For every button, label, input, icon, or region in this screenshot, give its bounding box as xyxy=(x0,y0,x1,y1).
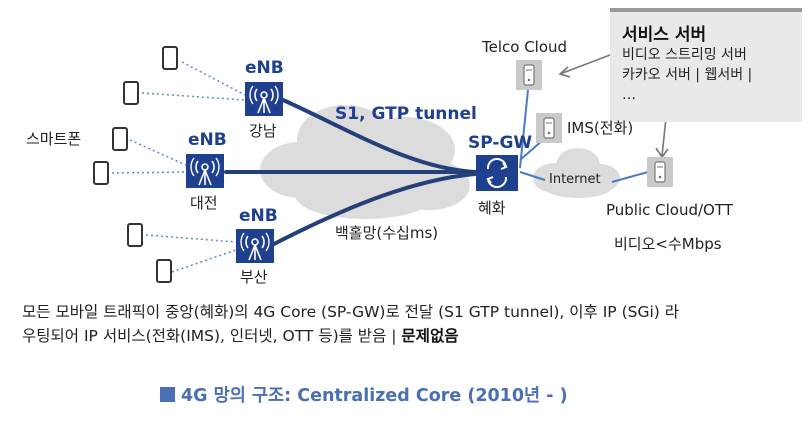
radio-links xyxy=(111,61,246,273)
smartphone-icons xyxy=(93,46,178,283)
callout-line: … xyxy=(622,87,636,103)
enb-antenna-icons xyxy=(186,82,283,263)
enb-city: 대전 xyxy=(190,194,218,212)
service-server-callout: 서비스 서버 비디오 스트리밍 서버 카카오 서버 | 웹서버 | … xyxy=(610,8,802,122)
callout-arrows xyxy=(558,54,669,159)
router-icon xyxy=(476,155,518,191)
smartphone-icon xyxy=(93,161,109,185)
description-line: 우팅되어 IP 서비스(전화(IMS), 인터넷, OTT 등)를 받음 | 문… xyxy=(22,324,802,348)
description-text: 우팅되어 IP 서비스(전화(IMS), 인터넷, OTT 등)를 받음 | xyxy=(22,327,402,345)
callout-line: 비디오 스트리밍 서버 xyxy=(622,47,747,63)
enb-city: 부산 xyxy=(240,268,268,286)
backhaul-links xyxy=(224,98,477,247)
antenna-icon xyxy=(186,154,224,188)
square-bullet-icon xyxy=(160,387,175,402)
server-icons xyxy=(516,60,673,187)
server-icon xyxy=(536,113,562,143)
antenna-icon xyxy=(236,229,274,263)
spgw-city: 혜화 xyxy=(478,199,506,217)
description-line: 모든 모바일 트래픽이 중앙(혜화)의 4G Core (SP-GW)로 전달 … xyxy=(22,303,680,321)
tunnel-label: S1, GTP tunnel xyxy=(335,104,477,124)
smartphone-icon xyxy=(127,223,143,247)
callout-title: 서비스 서버 xyxy=(622,25,707,45)
description: 모든 모바일 트래픽이 중앙(혜화)의 4G Core (SP-GW)로 전달 … xyxy=(22,300,802,348)
smartphone-icon xyxy=(156,259,172,283)
figure-caption: 4G 망의 구조: Centralized Core (2010년 - ) xyxy=(160,382,568,407)
server-icon xyxy=(647,157,673,187)
callout-line: 카카오 서버 | 웹서버 | xyxy=(622,67,753,83)
video-speed-label: 비디오<수Mbps xyxy=(614,235,722,253)
smartphone-icon xyxy=(112,127,128,151)
core-links xyxy=(519,89,649,183)
enb-label: eNB xyxy=(245,58,284,78)
public-cloud-label: Public Cloud/OTT xyxy=(606,201,733,219)
internet-label: Internet xyxy=(549,172,601,187)
internet-cloud xyxy=(533,148,620,198)
description-emphasis: 문제없음 xyxy=(401,327,459,345)
telco-cloud-label: Telco Cloud xyxy=(482,38,568,56)
spgw-label: SP-GW xyxy=(468,133,533,153)
enb-label: eNB xyxy=(239,206,278,226)
antenna-icon xyxy=(245,82,283,116)
caption-prefix: 4G 망의 구조 xyxy=(181,386,285,406)
smartphone-icon xyxy=(123,81,139,105)
server-icon xyxy=(516,60,542,90)
enb-city: 강남 xyxy=(249,122,277,140)
smartphone-label: 스마트폰 xyxy=(26,130,82,148)
enb-label: eNB xyxy=(188,130,227,150)
ims-label: IMS(전화) xyxy=(567,119,634,137)
smartphone-icon xyxy=(162,46,178,70)
backhaul-label: 백홀망(수십ms) xyxy=(335,224,439,242)
caption-suffix: : Centralized Core (2010년 - ) xyxy=(284,386,568,406)
